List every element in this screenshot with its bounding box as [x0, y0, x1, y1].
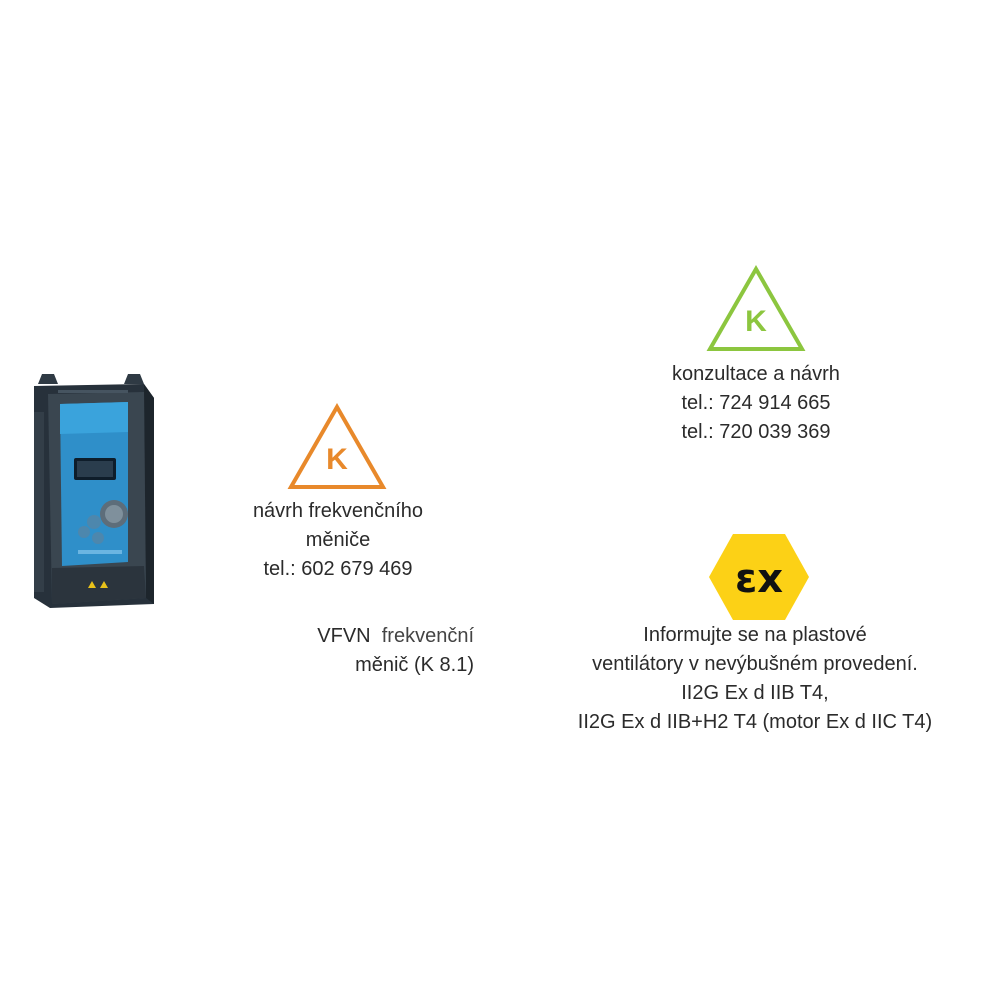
consultation-sign-icon: K — [706, 265, 806, 353]
consultation-phone-2: tel.: 720 039 369 — [681, 421, 831, 443]
consultation-phone-1: tel.: 724 914 665 — [681, 392, 831, 414]
consultation-line-1: konzultace a návrh — [672, 363, 840, 385]
frequency-inverter-device-icon — [28, 372, 170, 612]
design-service-phone: tel.: 602 679 469 — [263, 558, 413, 580]
atex-line-1: Informujte se na plastové — [643, 624, 867, 646]
atex-sign-text: εx — [735, 556, 783, 602]
atex-ex-sign-icon: εx — [707, 532, 811, 622]
design-service-text: návrh frekvenčního měniče tel.: 602 679 … — [226, 497, 450, 584]
atex-line-3: II2G Ex d IIB T4, — [681, 682, 829, 704]
design-service-line-2: měniče — [305, 529, 371, 551]
atex-line-2: ventilátory v nevýbušném provedení. — [592, 653, 918, 675]
consultation-text: konzultace a návrh tel.: 724 914 665 tel… — [640, 360, 872, 447]
consultation-sign-letter: K — [745, 305, 767, 338]
product-caption-rest: frekvenční — [381, 625, 474, 647]
design-service-line-1: návrh frekvenčního — [252, 500, 424, 522]
product-caption-prefix: VFVN — [317, 625, 371, 647]
product-caption-line-2: měnič (K 8.1) — [355, 654, 474, 676]
product-caption-line-1: VFVN frekvenční — [270, 622, 474, 651]
atex-info-text: Informujte se na plastové ventilátory v … — [520, 621, 990, 737]
design-service-sign-icon: K — [287, 403, 387, 491]
design-service-sign-letter: K — [326, 443, 348, 476]
product-caption: VFVN frekvenční měnič (K 8.1) — [270, 622, 474, 680]
atex-line-4: II2G Ex d IIB+H2 T4 (motor Ex d IIC T4) — [577, 711, 933, 733]
